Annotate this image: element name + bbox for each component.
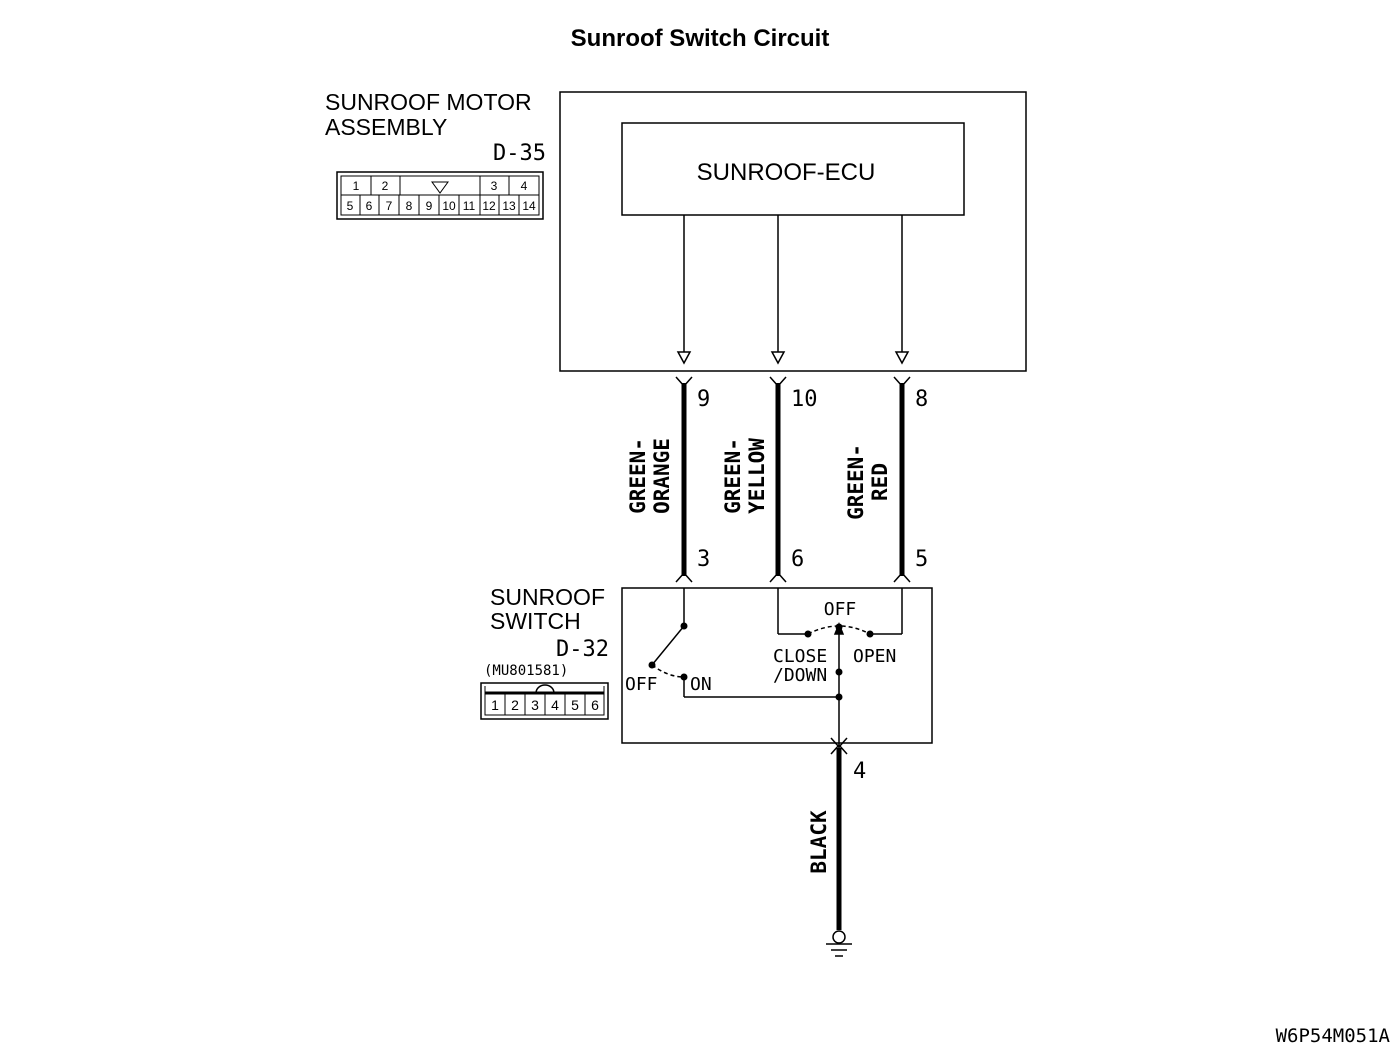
wire2-color-line1: GREEN-: [721, 438, 745, 514]
ground-symbol-icon: [826, 930, 852, 957]
switch-internals: [651, 588, 903, 750]
motor-connector-bottom-labels: 5 6 7 8 9 10 11 12 13 14: [347, 199, 536, 213]
motor-pin-label: 11: [463, 199, 476, 213]
switch-pin-label: 1: [491, 697, 499, 713]
motor-pin-label: 2: [382, 179, 389, 193]
wire1-color-line2: ORANGE: [650, 438, 674, 514]
wire3-color-line2: RED: [868, 463, 892, 501]
motor-pin-label: 9: [426, 199, 433, 213]
switch-right-off-label: OFF: [824, 599, 857, 620]
motor-connector-id: D-35: [493, 141, 546, 166]
motor-assembly-label-line2: ASSEMBLY: [325, 114, 447, 140]
wire2-bottom-pin: 6: [791, 547, 804, 572]
motor-pin-label: 7: [386, 199, 393, 213]
ecu-box: [621, 122, 965, 216]
motor-connector-face: [336, 171, 544, 220]
harness-wires: [675, 376, 911, 583]
wire2-color-label: GREEN- YELLOW: [721, 438, 769, 514]
switch-label-line2: SWITCH: [490, 608, 581, 634]
wire1-color-line1: GREEN-: [626, 438, 650, 514]
ecu-outputs: [676, 215, 910, 365]
switch-pin-label: 5: [571, 697, 579, 713]
switch-left-on-label: ON: [690, 674, 712, 695]
motor-pin-label: 4: [521, 179, 528, 193]
motor-assembly-box: [559, 91, 1027, 372]
wire3-color-label: GREEN- RED: [844, 444, 892, 520]
motor-pin-label: 13: [502, 199, 516, 213]
ground-wire: [830, 737, 848, 930]
switch-pin-label: 2: [511, 697, 519, 713]
switch-connector-face: [480, 682, 609, 720]
motor-connector-top-labels: 1 2 3 4: [353, 179, 528, 193]
wire1-top-pin: 9: [697, 387, 710, 412]
switch-part-number: (MU801581): [484, 663, 568, 679]
wire3-top-pin: 8: [915, 387, 928, 412]
motor-assembly-label-line1: SUNROOF MOTOR: [325, 89, 532, 115]
switch-open-label: OPEN: [853, 646, 896, 667]
switch-pin-label: 4: [551, 697, 559, 713]
motor-pin-label: 3: [491, 179, 498, 193]
ecu-label: SUNROOF-ECU: [697, 159, 876, 186]
switch-pin-label: 6: [591, 697, 599, 713]
wire3-bottom-pin: 5: [915, 547, 928, 572]
wire3-color-line1: GREEN-: [844, 444, 868, 520]
switch-close-label-line2: /DOWN: [773, 665, 827, 686]
motor-pin-label: 8: [406, 199, 413, 213]
ground-pin-number: 4: [853, 759, 866, 784]
figure-code: W6P54M051A: [1276, 1025, 1391, 1047]
motor-pin-label: 12: [482, 199, 496, 213]
switch-left-off-label: OFF: [625, 674, 658, 695]
motor-pin-label: 10: [442, 199, 456, 213]
wire2-top-pin: 10: [791, 387, 818, 412]
wire1-bottom-pin: 3: [697, 547, 710, 572]
motor-pin-label: 1: [353, 179, 360, 193]
wire1-color-label: GREEN- ORANGE: [626, 438, 674, 514]
ground-color-text: BLACK: [807, 810, 831, 874]
diagram-title: Sunroof Switch Circuit: [571, 25, 830, 52]
motor-pin-label: 6: [366, 199, 373, 213]
switch-connector-id: D-32: [556, 637, 609, 662]
switch-box: [621, 587, 933, 744]
motor-pin-label: 5: [347, 199, 354, 213]
ground-wire-color-label: BLACK: [807, 810, 831, 874]
switch-label-line1: SUNROOF: [490, 584, 605, 610]
switch-contact-dots: [648, 622, 874, 701]
motor-pin-label: 14: [522, 199, 536, 213]
wire2-color-line2: YELLOW: [745, 438, 769, 514]
switch-connector-labels: 1 2 3 4 5 6: [491, 697, 599, 713]
switch-pin-label: 3: [531, 697, 539, 713]
switch-close-label-line1: CLOSE: [773, 646, 827, 667]
